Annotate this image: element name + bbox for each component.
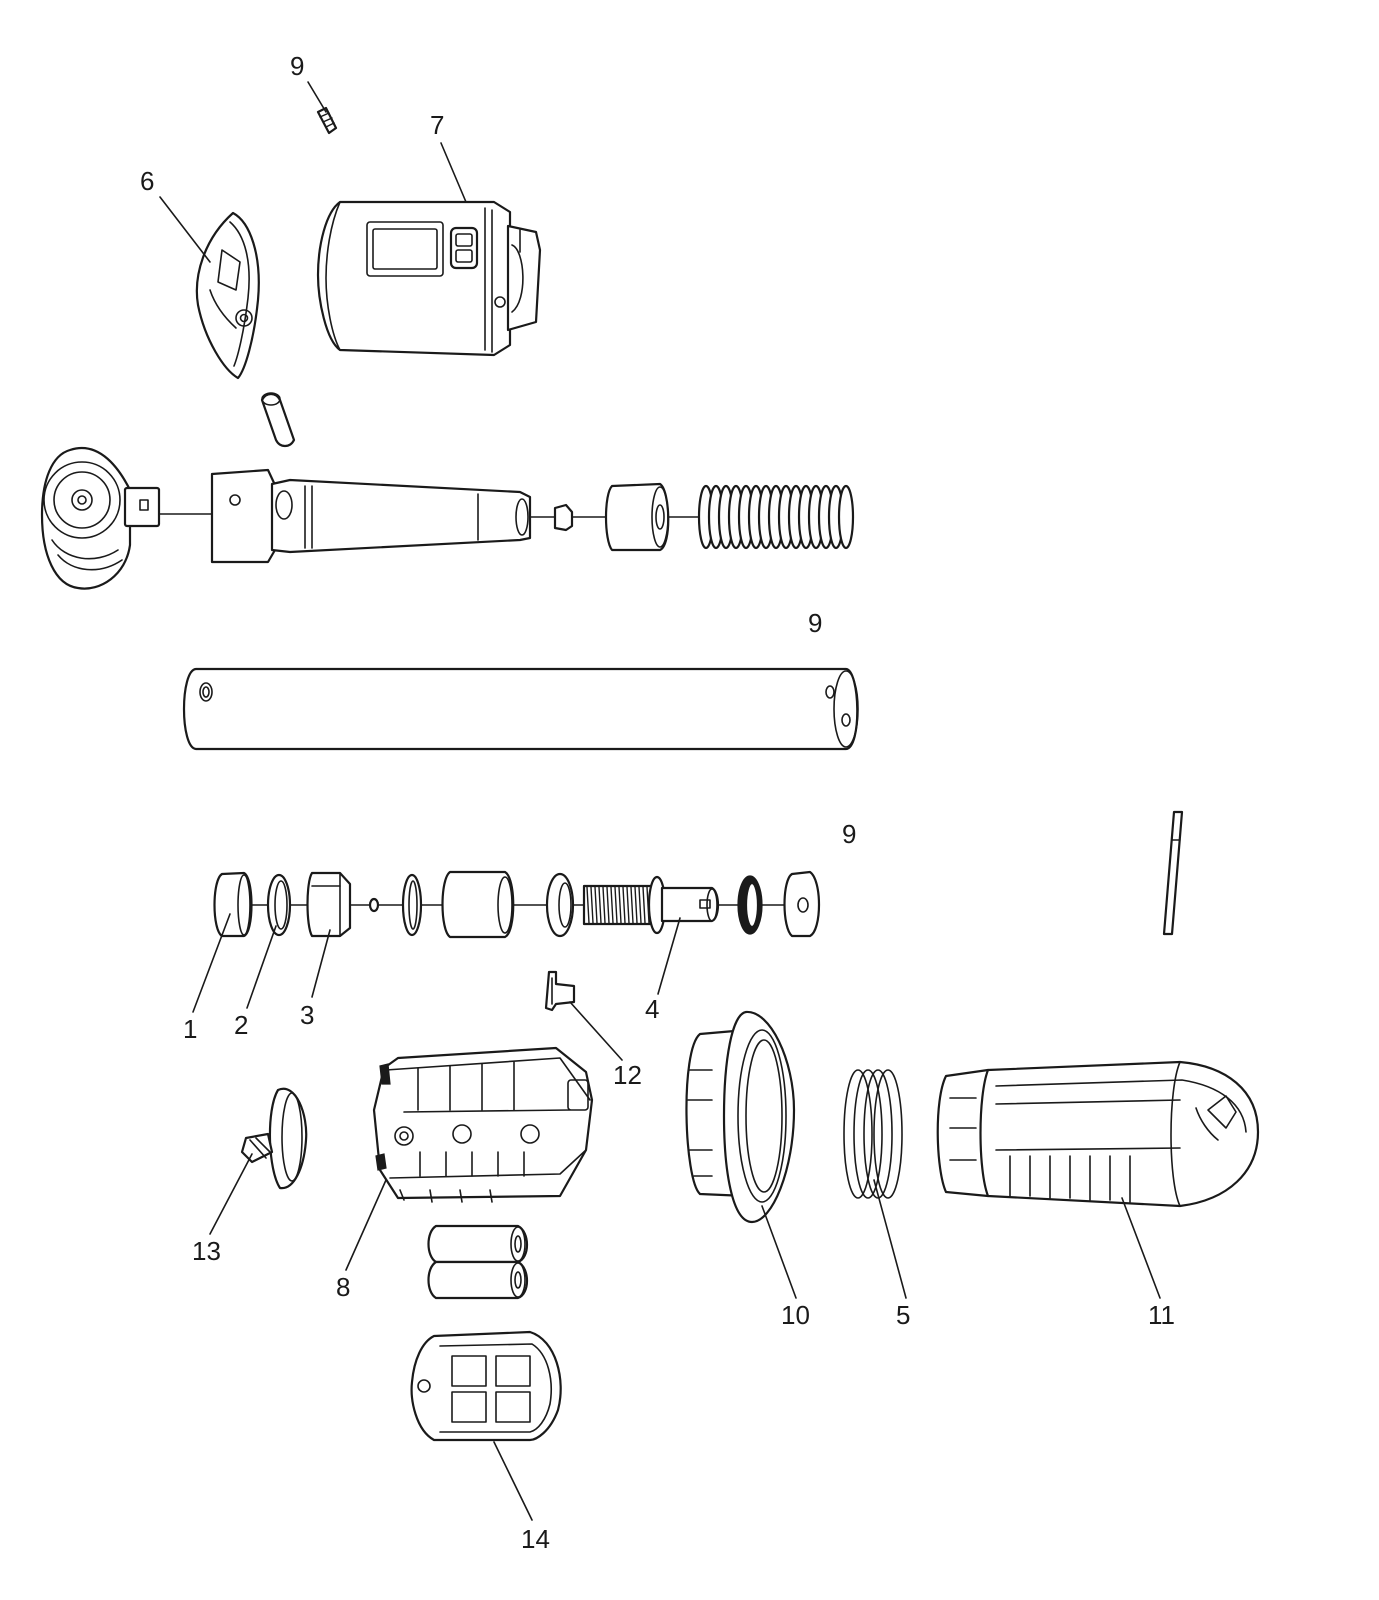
alignment-pin [260,392,296,448]
long-pin [1162,810,1184,936]
part-6-side-cover [195,211,260,380]
part-9-screw [316,106,338,135]
drive-shaft [210,468,556,564]
callout-10: 10 [781,1300,810,1330]
bushing-upper [604,482,701,552]
part-10-flange-nut [685,1010,796,1224]
screw-mark-upper: 9 [808,608,822,638]
adjustment-assembly [213,870,820,939]
callout-14: 14 [521,1524,550,1554]
part-12-clip [544,970,576,1012]
callout-5: 5 [896,1300,910,1330]
part-11-handle [936,1060,1260,1208]
part-13-battery-contact [240,1087,308,1190]
callout-3: 3 [300,1000,314,1030]
part-7-display-housing [316,200,542,357]
callout-7: 7 [430,110,444,140]
leader-lines [159,81,1161,1521]
upper-spring [697,484,855,550]
main-tube [182,667,859,751]
callout-11: 11 [1148,1300,1175,1330]
callout-8: 8 [336,1272,350,1302]
callout-13: 13 [192,1236,221,1266]
batteries [427,1224,529,1300]
part-8-battery-housing [372,1046,594,1203]
callout-9: 9 [290,51,304,81]
callout-6: 6 [140,166,154,196]
callout-1: 1 [183,1014,197,1044]
callout-4: 4 [645,994,659,1024]
callout-12: 12 [613,1060,642,1090]
screw-mark-lower: 9 [842,819,856,849]
part-14-battery-cover [410,1330,562,1442]
ratchet-head [40,447,213,590]
small-nut [553,503,606,532]
part-5-coil-spring [843,1069,903,1199]
callout-2: 2 [234,1010,248,1040]
